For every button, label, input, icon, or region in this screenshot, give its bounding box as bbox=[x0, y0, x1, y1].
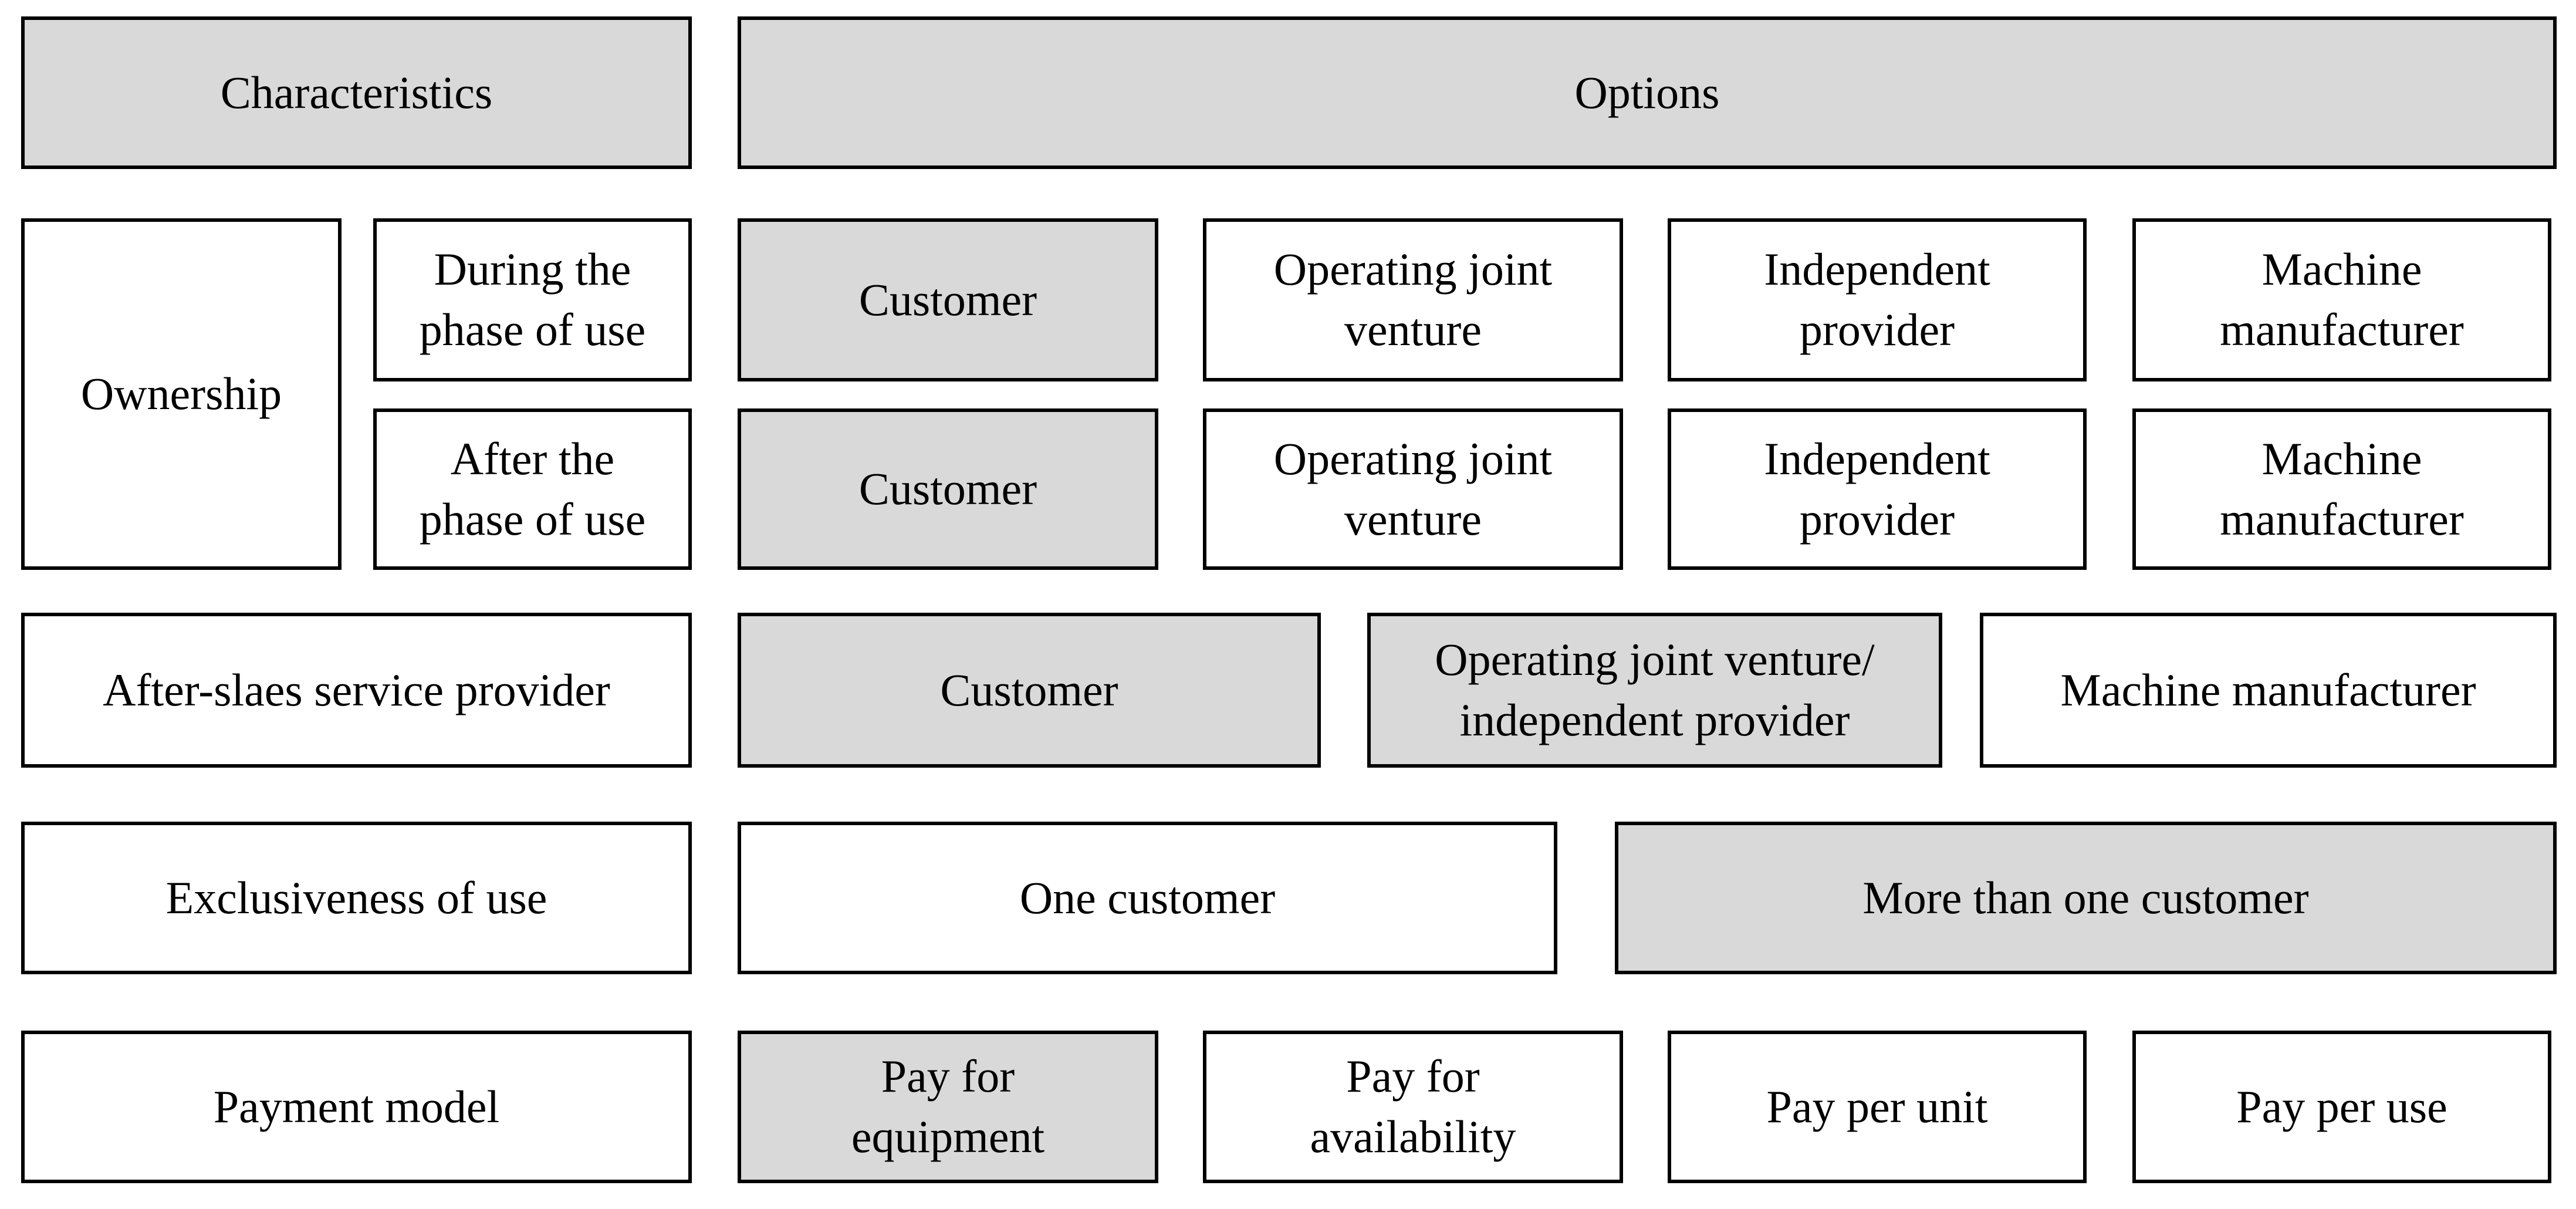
option-payment-pay-for-availability: Pay for availability bbox=[1203, 1031, 1623, 1183]
option-payment-pay-for-equipment: Pay for equipment bbox=[738, 1031, 1158, 1183]
option-exclusiveness-one-customer: One customer bbox=[738, 822, 1557, 974]
option-ownership-after-independent-provider: Independent provider bbox=[1668, 408, 2087, 570]
option-after-sales-machine-manufacturer: Machine manufacturer bbox=[1980, 613, 2557, 768]
option-ownership-after-customer: Customer bbox=[738, 408, 1158, 570]
sub-characteristic-after-phase-of-use: After the phase of use bbox=[373, 408, 692, 570]
option-ownership-during-operating-joint-venture: Operating joint venture bbox=[1203, 218, 1623, 381]
options-header: Options bbox=[738, 16, 2557, 169]
sub-characteristic-during-phase-of-use: During the phase of use bbox=[373, 218, 692, 381]
option-ownership-during-independent-provider: Independent provider bbox=[1668, 218, 2087, 381]
characteristic-ownership: Ownership bbox=[21, 218, 342, 570]
option-ownership-after-operating-joint-venture: Operating joint venture bbox=[1203, 408, 1623, 570]
option-payment-pay-per-unit: Pay per unit bbox=[1668, 1031, 2087, 1183]
characteristic-exclusiveness-of-use: Exclusiveness of use bbox=[21, 822, 692, 974]
option-payment-pay-per-use: Pay per use bbox=[2132, 1031, 2551, 1183]
option-after-sales-joint-venture-independent-provider: Operating joint venture/ independent pro… bbox=[1367, 613, 1942, 768]
option-ownership-after-machine-manufacturer: Machine manufacturer bbox=[2132, 408, 2551, 570]
characteristics-header: Characteristics bbox=[21, 16, 692, 169]
option-ownership-during-customer: Customer bbox=[738, 218, 1158, 381]
characteristic-payment-model: Payment model bbox=[21, 1031, 692, 1183]
option-ownership-during-machine-manufacturer: Machine manufacturer bbox=[2132, 218, 2551, 381]
characteristic-after-sales-service-provider: After-slaes service provider bbox=[21, 613, 692, 768]
option-exclusiveness-more-than-one-customer: More than one customer bbox=[1615, 822, 2557, 974]
option-after-sales-customer: Customer bbox=[738, 613, 1321, 768]
